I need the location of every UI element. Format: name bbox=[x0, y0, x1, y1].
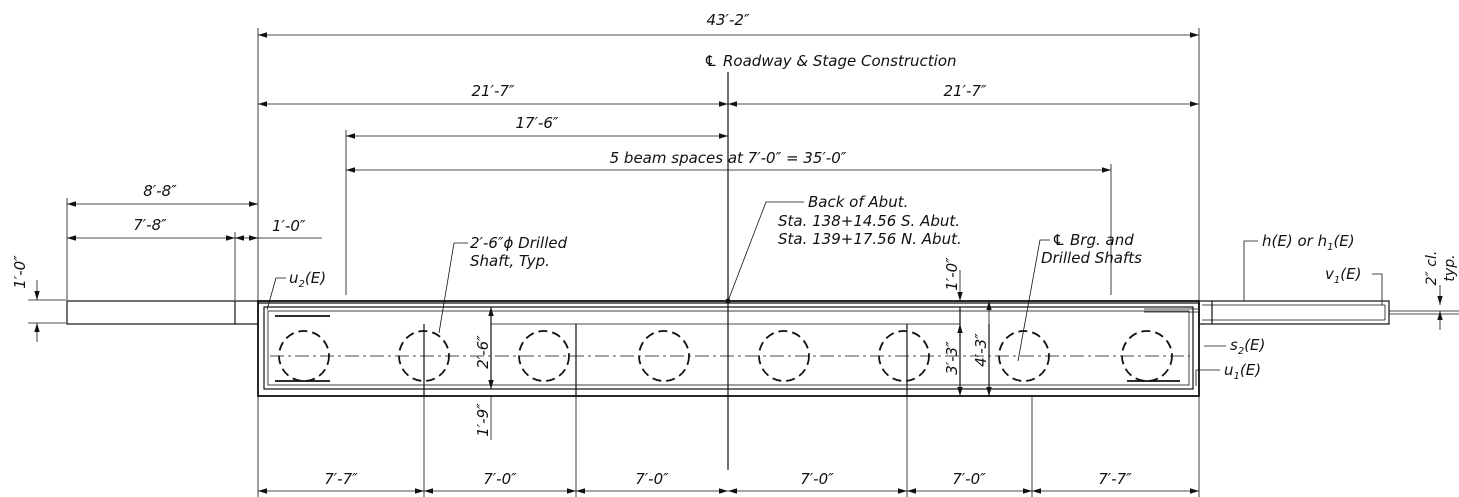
wing-inner-label: 7′-8″ bbox=[133, 216, 167, 234]
deck-thickness-label: 1′-0″ bbox=[11, 255, 29, 289]
drilled-shafts bbox=[278, 330, 1173, 382]
first-beam-label: 17′-6″ bbox=[515, 114, 558, 132]
centerline-label: Roadway & Stage Construction bbox=[723, 52, 957, 70]
drilled-shaft-label-1: 2′-6″ϕ Drilled bbox=[470, 234, 568, 252]
v1-label: v1(E) bbox=[1325, 265, 1361, 286]
bottom-dimensions: 7′-7″ 7′-0″ 7′-0″ 7′-0″ 7′-0″ 7′-7″ bbox=[257, 396, 1200, 497]
deck-thickness-left: 1′-0″ bbox=[11, 255, 66, 342]
top-cover-label: 1′-0″ bbox=[943, 257, 961, 291]
wing-outer-label: 8′-8″ bbox=[143, 182, 177, 200]
brg-label-2: Drilled Shafts bbox=[1041, 249, 1142, 267]
beam-spacing-dimension: 5 beam spaces at 7′-0″ = 35′-0″ bbox=[346, 149, 1112, 295]
bottom-span-label: 7′-0″ bbox=[800, 470, 834, 488]
drilled-shaft bbox=[758, 330, 810, 382]
u1-label: u1(E) bbox=[1224, 361, 1261, 382]
bottom-dim-label: 1′-9″ bbox=[474, 403, 492, 437]
centerline-roadway: ℄ Roadway & Stage Construction bbox=[704, 52, 957, 470]
sta-north-label: Sta. 139+17.56 N. Abut. bbox=[778, 230, 962, 248]
drilled-shaft bbox=[278, 330, 330, 382]
bottom-span-label: 7′-0″ bbox=[483, 470, 517, 488]
bottom-span-label: 7′-7″ bbox=[1098, 470, 1132, 488]
first-beam-dimension: 17′-6″ bbox=[345, 114, 728, 295]
cap-depth-2-label: 4′-3″ bbox=[972, 333, 990, 367]
drilled-shaft bbox=[1121, 330, 1173, 382]
bottom-span-label: 7′-7″ bbox=[324, 470, 358, 488]
brg-centerline-symbol: ℄ bbox=[1052, 231, 1065, 249]
s2-label: s2(E) bbox=[1230, 336, 1265, 357]
beam-spacing-label: 5 beam spaces at 7′-0″ = 35′-0″ bbox=[610, 149, 847, 167]
drilled-shaft bbox=[398, 330, 450, 382]
bottom-span-label: 7′-0″ bbox=[635, 470, 669, 488]
vertical-dimensions: 2′-6″ 1′-9″ 1′-0″ 3′-3″ 4′-3″ 2″ cl. typ… bbox=[474, 251, 1458, 440]
cap-depth-1-label: 3′-3″ bbox=[943, 341, 961, 375]
left-wing-slab bbox=[66, 300, 259, 325]
h-bar-label: h(E) or h1(E) bbox=[1262, 232, 1355, 253]
drilled-shaft bbox=[998, 330, 1050, 382]
drilled-shaft-label-2: Shaft, Typ. bbox=[470, 252, 550, 270]
right-wing-slab bbox=[1144, 300, 1459, 325]
overall-dim-label: 43′-2″ bbox=[706, 11, 749, 29]
centerline-symbol: ℄ bbox=[704, 52, 717, 70]
u2-label: u2(E) bbox=[289, 269, 326, 290]
wing-offset-label: 1′-0″ bbox=[272, 217, 306, 235]
half-left-label: 21′-7″ bbox=[471, 82, 514, 100]
shaft-dim-label: 2′-6″ bbox=[474, 335, 492, 369]
callouts: Back of Abut. Sta. 138+14.56 S. Abut. St… bbox=[266, 193, 1383, 386]
brg-label-1: Brg. and bbox=[1070, 231, 1134, 249]
bottom-span-label: 7′-0″ bbox=[952, 470, 986, 488]
drilled-shaft bbox=[518, 330, 570, 382]
half-width-dimensions: 21′-7″ 21′-7″ bbox=[258, 82, 1199, 107]
half-right-label: 21′-7″ bbox=[943, 82, 986, 100]
clear-cover-label: 2″ cl. bbox=[1424, 251, 1440, 286]
sta-south-label: Sta. 138+14.56 S. Abut. bbox=[778, 212, 960, 230]
overall-dimension: 43′-2″ bbox=[257, 11, 1200, 300]
wing-dimensions: 8′-8″ 7′-8″ 1′-0″ bbox=[66, 182, 322, 300]
drilled-shaft bbox=[878, 330, 930, 382]
clear-cover-typ-label: typ. bbox=[1442, 254, 1458, 281]
back-of-abut-label: Back of Abut. bbox=[808, 193, 908, 211]
drilled-shaft bbox=[638, 330, 690, 382]
